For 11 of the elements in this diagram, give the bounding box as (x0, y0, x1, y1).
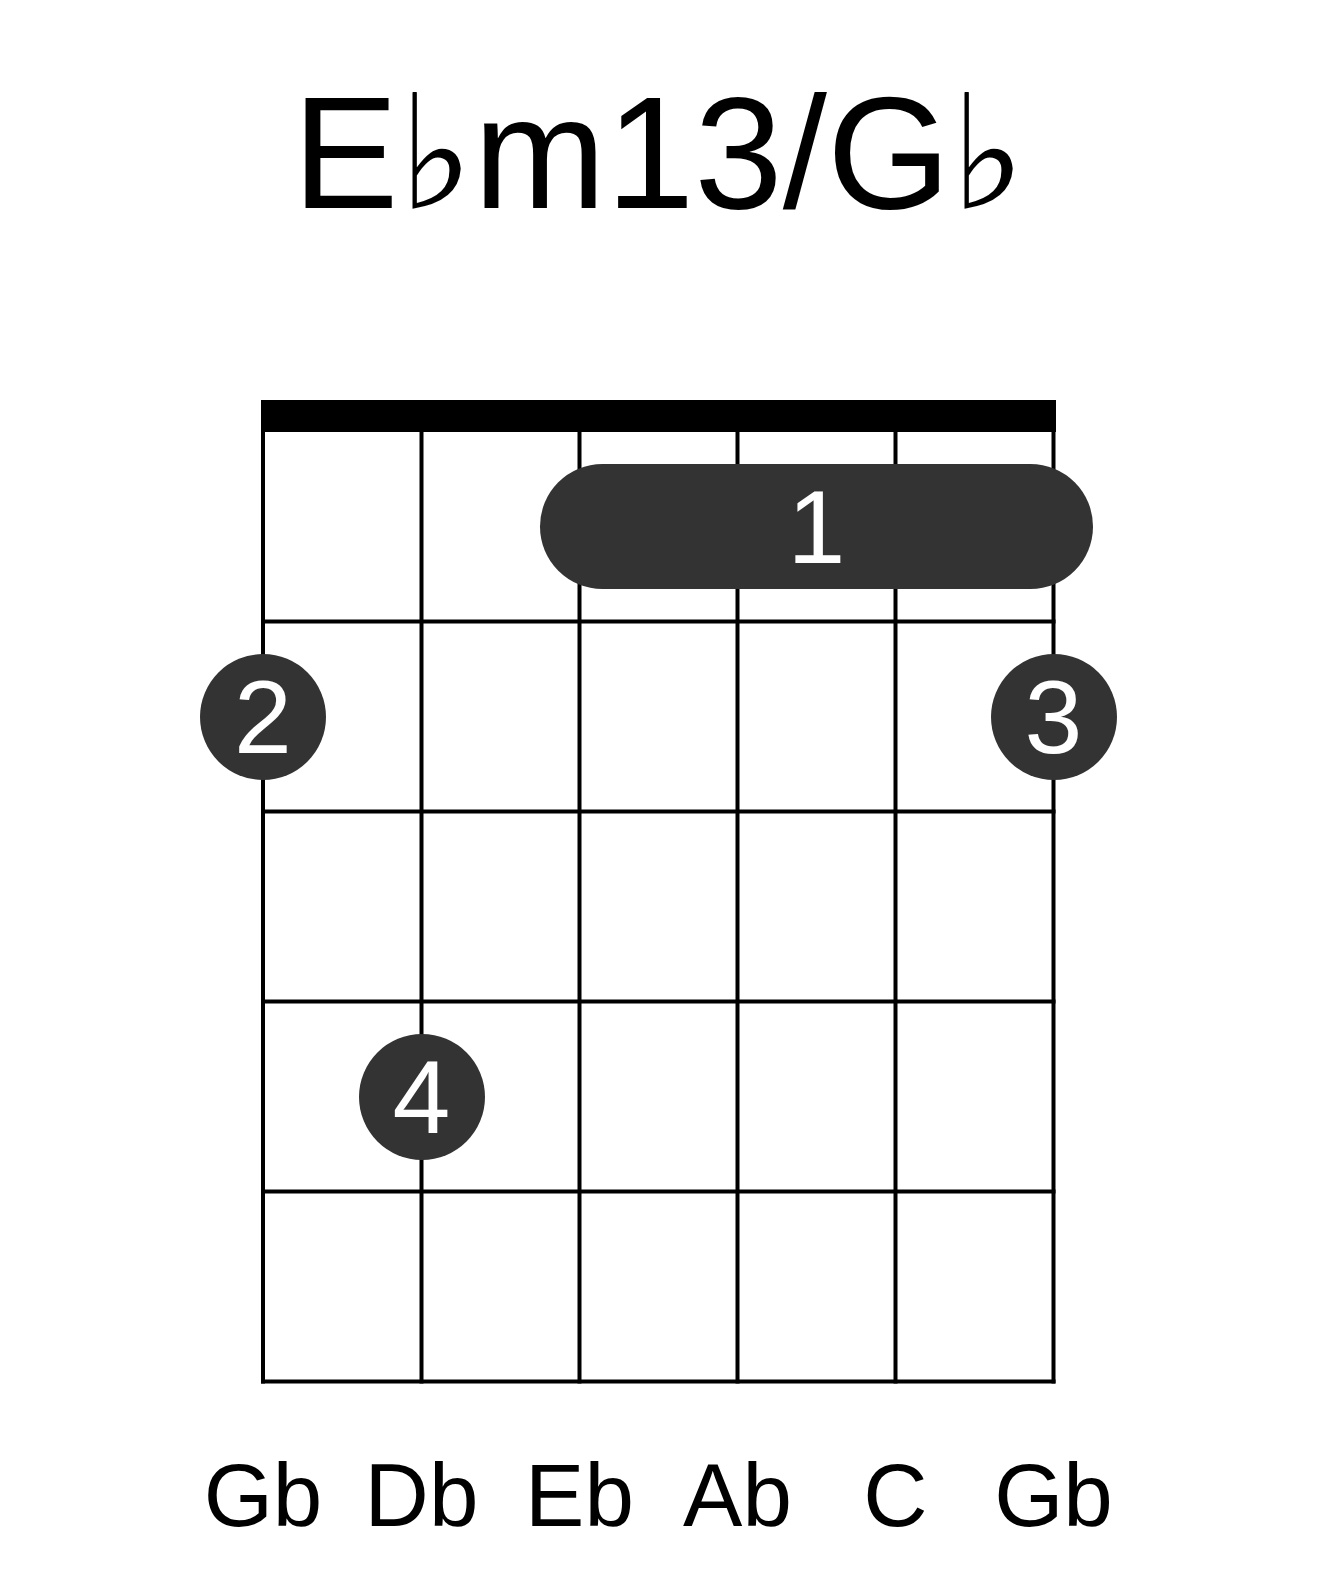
finger-dot: 3 (990, 654, 1117, 780)
string-note-label: Gb (203, 1451, 323, 1540)
chord-title: E♭m13/G♭ (292, 74, 1026, 233)
string-note-label: C (863, 1451, 928, 1540)
string-note-label: Gb (994, 1451, 1113, 1540)
string-note-label: Eb (525, 1451, 634, 1540)
finger-dot: 2 (200, 654, 326, 780)
string-note-label: Ab (683, 1451, 792, 1540)
string-note-label: Db (364, 1451, 479, 1540)
finger-dot: 4 (358, 1034, 485, 1160)
finger-barre: 1 (540, 464, 1093, 589)
